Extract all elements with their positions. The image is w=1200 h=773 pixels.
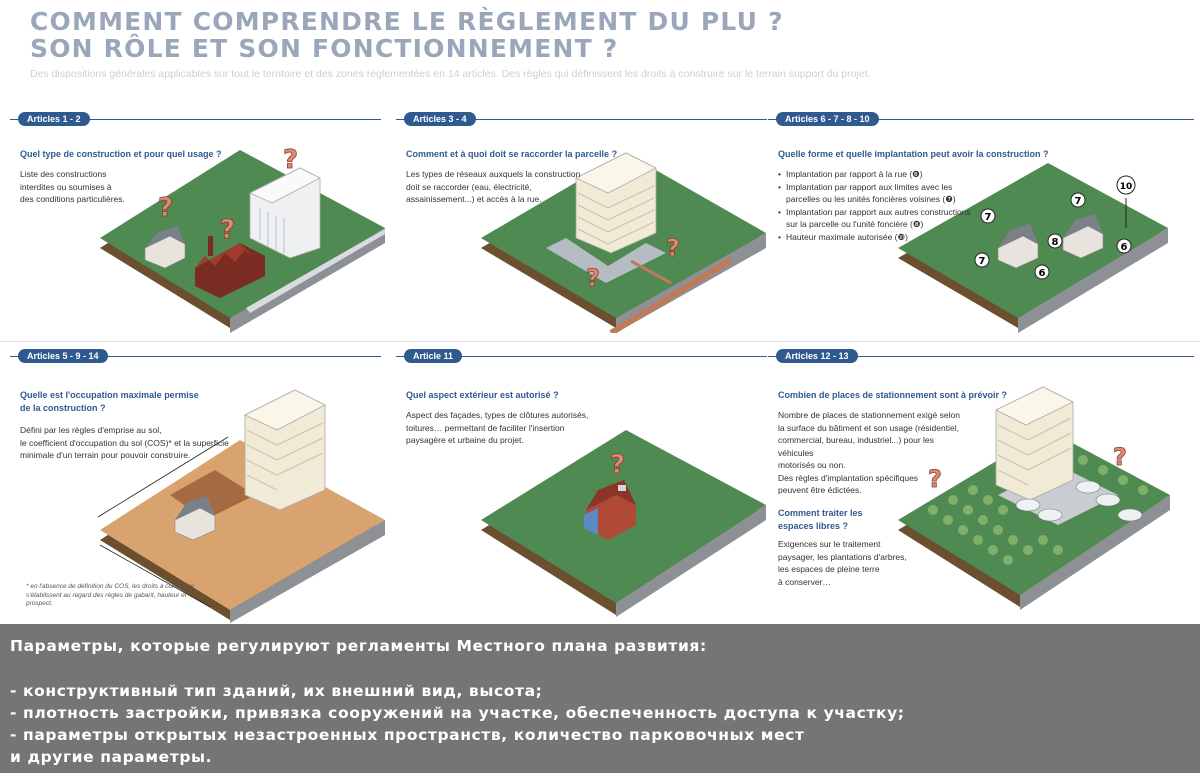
svg-text:?: ?	[1113, 443, 1127, 471]
description-line: commercial, bureau, industriel...) pour …	[778, 435, 934, 458]
panel-question: Quelle forme et quelle implantation peut…	[778, 149, 1049, 159]
footnote: * en l'absence de définition du COS, les…	[26, 583, 194, 607]
panel-tag: Articles 3 - 4	[404, 112, 476, 126]
row-divider	[0, 341, 1200, 342]
svg-text:?: ?	[158, 193, 173, 223]
page-title-line-1: COMMENT COMPRENDRE LE RÈGLEMENT DU PLU ?	[30, 7, 784, 36]
marker-number: 7	[979, 256, 986, 267]
description-line: à conserver…	[778, 576, 831, 587]
description-line: paysagère et urbaine du projet.	[406, 435, 524, 445]
illustration-implantation: 7 7 7 8 6 6 10	[898, 163, 1168, 333]
panel-tag: Articles 12 - 13	[776, 349, 858, 363]
panel-question: Quel aspect extérieur est autorisé ?	[406, 390, 559, 400]
panel-description-2: Exigences sur le traitement paysager, le…	[778, 538, 918, 588]
panel-rule	[10, 356, 381, 357]
description-line: assainissement...) et accès à la rue.	[406, 194, 542, 204]
summary-heading: Параметры, которые регулируют регламенты…	[10, 637, 707, 655]
header: COMMENT COMPRENDRE LE RÈGLEMENT DU PLU ?…	[30, 8, 1180, 80]
panel-description: Liste des constructions interdites ou so…	[20, 168, 125, 206]
bullet-item: Implantation par rapport aux limites ave…	[778, 181, 983, 206]
description-line: la surface du bâtiment et son usage (rés…	[778, 422, 959, 433]
panel-rule	[768, 356, 1194, 357]
panel-tag: Articles 1 - 2	[18, 112, 90, 126]
description-line: le coefficient d'occupation du sol (COS)…	[20, 437, 229, 448]
description-line: minimale d'un terrain pour pouvoir const…	[20, 450, 191, 460]
panel-question: Quelle est l'occupation maximale permise…	[20, 390, 199, 413]
svg-text:?: ?	[220, 215, 235, 245]
marker-number: 6	[1039, 268, 1046, 279]
summary-line: и другие параметры.	[10, 748, 213, 766]
panel-tag: Articles 6 - 7 - 8 - 10	[776, 112, 879, 126]
description-line: Les types de réseaux auxquels la constru…	[406, 169, 581, 179]
panel-articles-1-2: Articles 1 - 2 Quel type de construction…	[0, 108, 387, 333]
bullet-item: Implantation par rapport à la rue (❻)	[778, 168, 983, 181]
panel-articles-3-4: Articles 3 - 4 Comment et à quoi doit se…	[386, 108, 773, 333]
panel-articles-5-9-14: Articles 5 - 9 - 14 Quelle est l'occupat…	[0, 345, 387, 623]
summary-box: Параметры, которые регулируют регламенты…	[0, 624, 1200, 773]
svg-text:?: ?	[666, 234, 680, 262]
panel-tag: Article 11	[404, 349, 463, 363]
page-title-line-2: SON RÔLE ET SON FONCTIONNEMENT ?	[30, 34, 619, 63]
illustration-parking: ? ?	[898, 386, 1170, 610]
panel-articles-12-13: Articles 12 - 13 Combien de places de st…	[758, 345, 1200, 623]
description-line: Liste des constructions	[20, 169, 107, 179]
illustration-land-occupation	[97, 389, 385, 623]
marker-number: 10	[1120, 182, 1133, 192]
description-line: Défini par les règles d'emprise au sol,	[20, 425, 162, 435]
svg-text:?: ?	[928, 465, 942, 493]
description-line: les espaces de pleine terre	[778, 564, 880, 574]
svg-text:?: ?	[283, 145, 298, 175]
description-line: toitures… permettant de faciliter l'inse…	[406, 422, 565, 433]
panel-articles-6-7-8-10: Articles 6 - 7 - 8 - 10 Quelle forme et …	[758, 108, 1200, 333]
panel-tag: Articles 5 - 9 - 14	[18, 349, 108, 363]
marker-number: 8	[1052, 237, 1059, 248]
description-line: des conditions particulières.	[20, 194, 125, 204]
illustration-land-use: ? ? ?	[100, 145, 385, 333]
summary-line: - плотность застройки, привязка сооружен…	[10, 704, 905, 722]
illustration-exterior-aspect: ?	[481, 430, 766, 617]
page-subtitle: Des dispositions générales applicables s…	[30, 68, 871, 80]
description-line: Aspect des façades, types de clôtures au…	[406, 410, 589, 420]
svg-text:?: ?	[586, 264, 600, 292]
description-line: motorisés ou non.	[778, 460, 846, 470]
panel-question: Combien de places de stationnement sont …	[778, 390, 1008, 400]
description-line: Des règles d'implantation spécifiques	[778, 472, 919, 483]
panel-bullets: Implantation par rapport à la rue (❻) Im…	[778, 168, 983, 243]
panel-question-2: Comment traiter les espaces libres ?	[778, 508, 863, 531]
description-line: doit se raccorder (eau, électricité,	[406, 181, 532, 192]
panel-description: Aspect des façades, types de clôtures au…	[406, 409, 626, 447]
panel-description: Les types de réseaux auxquels la constru…	[406, 168, 580, 206]
panel-description: Défini par les règles d'emprise au sol, …	[20, 424, 240, 462]
panel-question: Quel type de construction et pour quel u…	[20, 149, 222, 159]
illustration-network-connection: ? ?	[481, 152, 766, 333]
description-line: paysager, les plantations d'arbres,	[778, 551, 907, 562]
svg-text:?: ?	[610, 450, 625, 480]
description-line: Exigences sur le traitement	[778, 539, 881, 549]
panel-rule	[396, 356, 767, 357]
panel-question: Comment et à quoi doit se raccorder la p…	[406, 149, 618, 159]
panel-rule	[768, 119, 1194, 120]
description-line: peuvent être édictées.	[778, 485, 862, 495]
marker-number: 7	[985, 212, 992, 223]
panel-rule	[10, 119, 381, 120]
panel-article-11: Article 11 Quel aspect extérieur est aut…	[386, 345, 773, 623]
marker-number: 7	[1075, 196, 1082, 207]
marker-number: 6	[1121, 242, 1128, 253]
panel-rule	[396, 119, 767, 120]
summary-line: - параметры открытых незастроенных прост…	[10, 726, 805, 744]
description-line: interdites ou soumises à	[20, 181, 112, 192]
summary-line: - конструктивный тип зданий, их внешний …	[10, 682, 543, 700]
panel-description: Nombre de places de stationnement exigé …	[778, 409, 968, 497]
description-line: Nombre de places de stationnement exigé …	[778, 410, 960, 420]
bullet-item: Implantation par rapport aux autres cons…	[778, 206, 983, 231]
bullet-item: Hauteur maximale autorisée (❿)	[778, 231, 983, 244]
